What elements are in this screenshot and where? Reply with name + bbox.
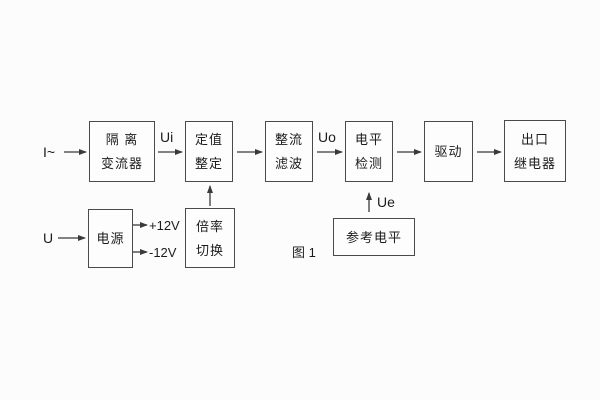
block-label: 隔 离 [105, 132, 139, 147]
block-output-relay: 出口 继电器 [504, 120, 566, 182]
block-rectifier-filter: 整流 滤波 [265, 121, 313, 182]
block-driver: 驱动 [424, 121, 473, 182]
neg-rail-label: -12V [149, 245, 177, 260]
block-level-detector: 电平 检测 [345, 121, 393, 182]
signal-uo-label: Uo [318, 129, 336, 145]
block-setpoint-adjust: 定值 整定 [185, 121, 233, 182]
input-voltage-label: U [43, 230, 54, 246]
block-label: 整定 [194, 156, 223, 171]
block-reference-level: 参考电平 [333, 218, 415, 256]
block-label: 切换 [195, 242, 224, 258]
block-label: 检测 [354, 156, 383, 171]
block-label: 电平 [354, 132, 383, 147]
block-label: 驱动 [434, 144, 463, 159]
input-current-label: I~ [43, 144, 56, 160]
block-power-supply: 电源 [88, 209, 133, 268]
block-label: 继电器 [513, 155, 556, 171]
block-isolation-transformer: 隔 离 变流器 [89, 121, 155, 182]
figure-caption: 图 1 [292, 245, 316, 260]
signal-ue-label: Ue [377, 194, 395, 210]
block-label: 倍率 [195, 218, 224, 234]
block-label: 整流 [274, 132, 303, 147]
block-label: 变流器 [100, 156, 143, 171]
block-label: 出口 [520, 131, 549, 147]
block-label: 电源 [96, 231, 125, 246]
block-ratio-switch: 倍率 切换 [185, 208, 235, 268]
block-label: 滤波 [274, 156, 303, 171]
signal-ui-label: Ui [160, 129, 174, 145]
block-label: 参考电平 [345, 229, 402, 245]
block-label: 定值 [194, 132, 223, 147]
pos-rail-label: +12V [149, 218, 180, 233]
